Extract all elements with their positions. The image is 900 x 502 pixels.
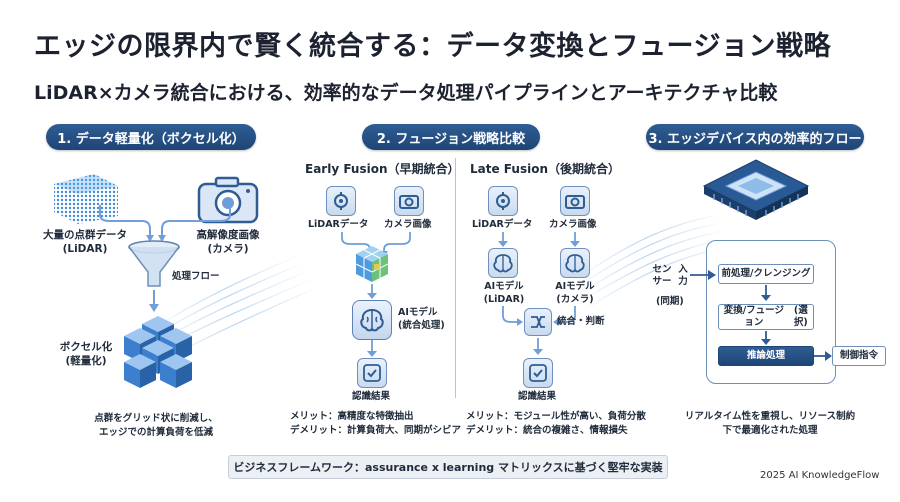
voxel-label-line-1: ボクセル化 <box>59 341 113 353</box>
step-fusion: 変換/フュージョン (選択) <box>718 304 814 330</box>
voxel-label: ボクセル化 (軽量化) <box>56 340 116 368</box>
chip-icon <box>702 159 810 220</box>
step-fusion-line-1: 変換/フュージョン <box>723 305 784 328</box>
late-model-lidar-label: AIモデル (LiDAR) <box>478 280 530 306</box>
step-arrow-2 <box>761 331 771 345</box>
brain-icon <box>360 308 384 332</box>
late-demerit: デメリット：統合の複雑さ、情報損失 <box>466 425 628 436</box>
sensor-input-label-line-2: 入力 <box>678 264 688 287</box>
sync-label: (同期) <box>656 296 684 307</box>
late-camera-label: カメラ画像 <box>549 219 597 230</box>
section3-note-line-1: リアルタイム性を重視し、リソース制約 <box>684 411 856 422</box>
merge-icon <box>531 316 545 328</box>
late-ai-lidar-icon <box>488 248 518 278</box>
late-arrow-lidar-1 <box>498 232 508 247</box>
late-lidar-icon <box>488 186 518 216</box>
late-ai-camera-icon <box>560 248 590 278</box>
section1-arrows <box>99 205 231 242</box>
late-merit: メリット：モジュール性が高い、負荷分散 <box>466 411 646 422</box>
early-arrow-2 <box>367 340 377 357</box>
camera-label: 高解像度画像 (カメラ) <box>180 228 276 256</box>
voxel-label-line-2: (軽量化) <box>65 355 107 367</box>
late-camera-icon <box>560 186 590 216</box>
sensor-input-label: センサー入力 <box>648 262 690 290</box>
lidar-icon <box>334 192 348 210</box>
section3-note-line-2: 下で最適化された処理 <box>722 425 818 436</box>
early-ai-model-icon <box>352 300 392 340</box>
early-camera-label: カメラ画像 <box>384 219 432 230</box>
credit-text: 2025 AI KnowledgeFlow <box>760 470 880 481</box>
camera-label-line-1: 高解像度画像 <box>196 229 260 241</box>
late-lidar-label: LiDARデータ <box>472 219 533 230</box>
step-arrow-1 <box>761 285 771 301</box>
late-arrow-camera-1 <box>570 232 580 247</box>
funnel-label: 処理フロー <box>172 271 220 282</box>
fusion-cube-icon <box>355 246 389 282</box>
late-fusion-title: Late Fusion（後期統合） <box>470 162 620 176</box>
step-preprocess: 前処理/クレンジング <box>718 264 814 284</box>
control-output: 制御指令 <box>832 346 886 366</box>
early-result-label: 認識結果 <box>352 391 391 402</box>
section3-header: 3. エッジデバイス内の効率的フロー <box>646 124 864 150</box>
early-merit: メリット：高精度な特徴抽出 <box>290 411 414 422</box>
framework-bar: ビジネスフレームワーク：assurance x learning マトリックスに… <box>228 455 668 479</box>
early-result-icon <box>357 358 387 388</box>
early-fusion-title: Early Fusion（早期統合） <box>305 162 460 176</box>
pointcloud-label-line-1: 大量の点群データ <box>43 229 127 241</box>
output-arrow <box>814 351 832 361</box>
early-camera-icon <box>394 186 424 216</box>
lidar-icon <box>496 192 510 210</box>
result-icon <box>363 364 381 382</box>
late-result-icon <box>523 358 553 388</box>
late-merge-label: 統合・判断 <box>557 316 605 327</box>
brain-icon <box>565 254 585 273</box>
late-model-camera-label-line-1: AIモデル <box>555 281 595 292</box>
section1-header: 1. データ軽量化（ボクセル化） <box>46 124 256 150</box>
fusion-divider <box>455 158 456 398</box>
section3-note: リアルタイム性を重視し、リソース制約下で最適化された処理 <box>682 410 858 438</box>
late-model-lidar-label-line-2: (LiDAR) <box>483 294 525 305</box>
camera-icon <box>197 176 259 224</box>
brain-icon <box>493 254 513 273</box>
page-subtitle: LiDAR×カメラ統合における、効率的なデータ処理パイプラインとアーキテクチャ比… <box>34 82 778 104</box>
section1-note-line-1: 点群をグリッド状に削減し、 <box>94 413 218 424</box>
early-lidar-label: LiDARデータ <box>308 219 369 230</box>
late-arrow-result <box>533 338 543 355</box>
early-model-label: AIモデル (統合処理) <box>398 306 445 332</box>
section1-note-line-2: エッジでの計算負荷を低減 <box>98 427 213 438</box>
arrow-to-voxel <box>149 290 159 312</box>
late-model-camera-label: AIモデル (カメラ) <box>549 280 601 306</box>
late-model-camera-label-line-2: (カメラ) <box>556 294 594 305</box>
voxel-cubes-icon <box>124 316 192 388</box>
step-fusion-line-2: (選択) <box>793 305 808 328</box>
early-model-label-line-1: AIモデル <box>398 307 438 318</box>
section1-note: 点群をグリッド状に削減し、エッジでの計算負荷を低減 <box>86 412 226 440</box>
page-title: エッジの限界内で賢く統合する：データ変換とフュージョン戦略 <box>34 31 831 62</box>
camera-label-line-2: (カメラ) <box>207 243 249 255</box>
camera-icon <box>565 195 585 209</box>
section2-header: 2. フュージョン戦略比較 <box>362 124 540 150</box>
late-result-label: 認識結果 <box>518 391 557 402</box>
result-icon <box>529 364 547 382</box>
pointcloud-label: 大量の点群データ (LiDAR) <box>40 228 130 256</box>
sensor-arrow <box>690 270 716 280</box>
point-cloud-icon <box>54 174 118 224</box>
early-lidar-icon <box>326 186 356 216</box>
late-merge-icon <box>524 308 552 336</box>
pointcloud-label-line-2: (LiDAR) <box>62 243 108 255</box>
late-merge-arrows <box>502 306 576 326</box>
early-demerit: デメリット：計算負荷大、同期がシビア <box>290 425 462 436</box>
step-inference: 推論処理 <box>718 346 814 366</box>
sensor-input-label-line-1: センサー <box>652 264 672 287</box>
late-model-lidar-label-line-1: AIモデル <box>484 281 524 292</box>
funnel-icon <box>128 240 180 287</box>
camera-icon <box>399 195 419 209</box>
early-arrow-1 <box>367 284 377 299</box>
early-model-label-line-2: (統合処理) <box>398 320 445 331</box>
